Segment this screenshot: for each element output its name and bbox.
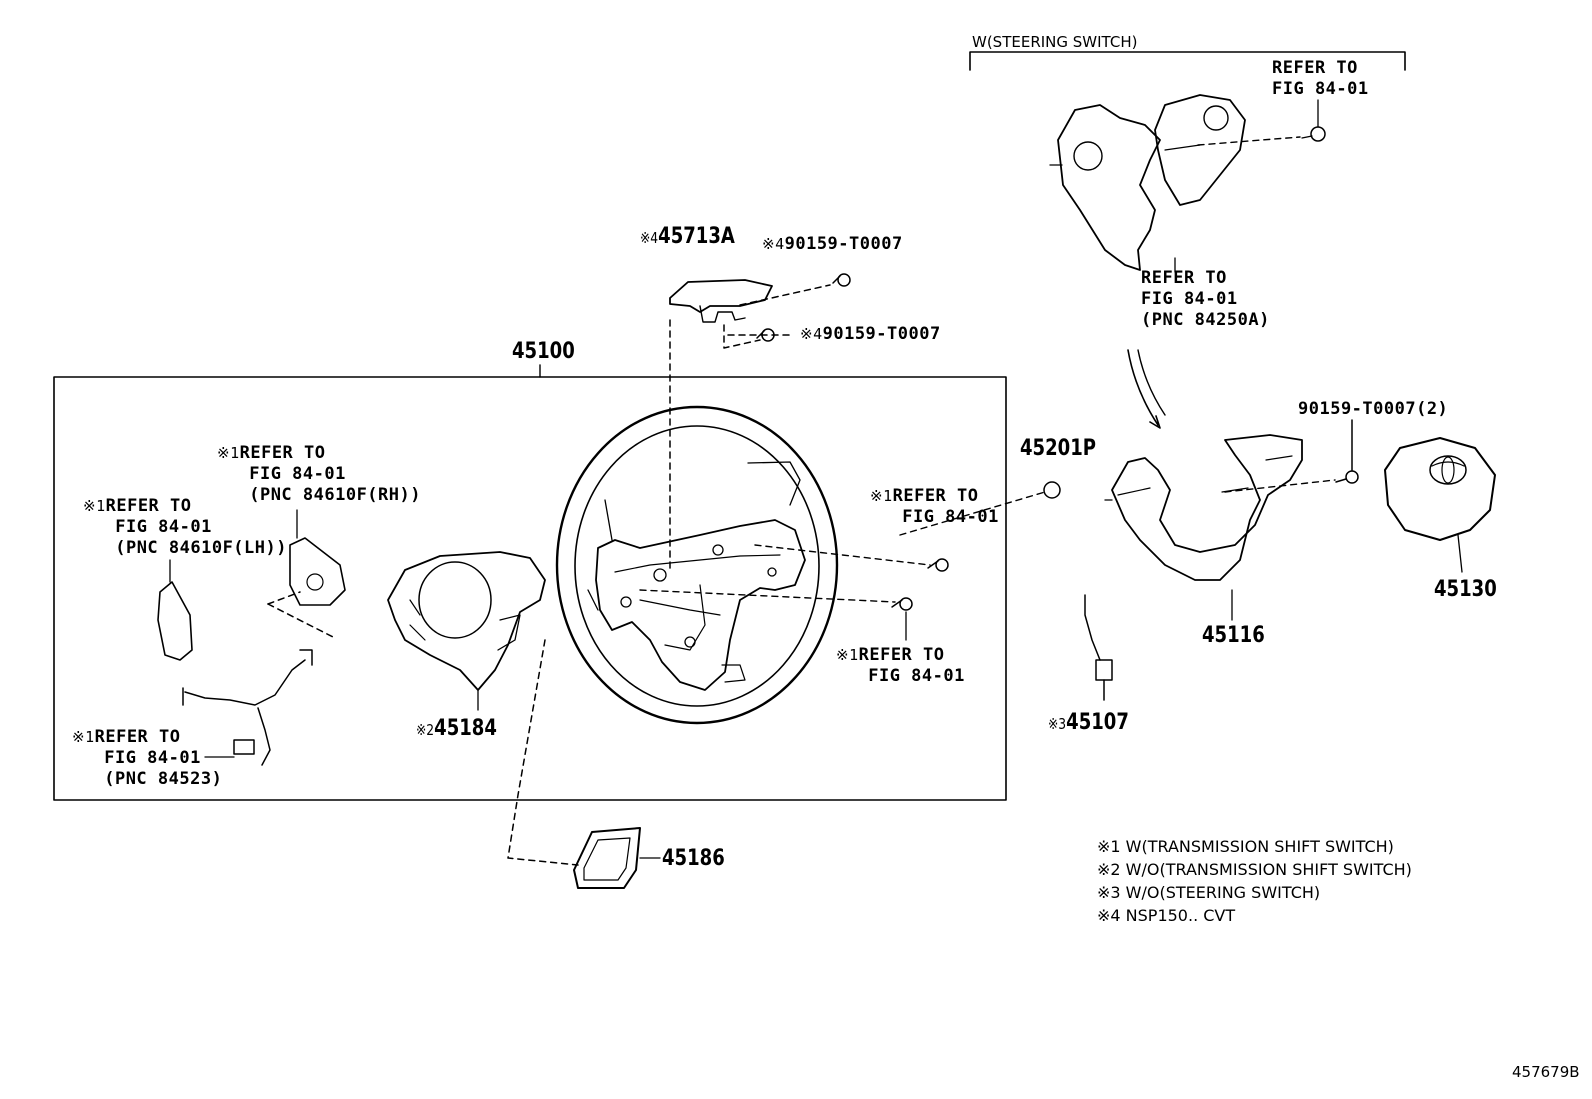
figure-code: 457679B <box>1512 1063 1580 1081</box>
ref-line-1: REFER TO <box>1272 58 1358 78</box>
part-number: 45184 <box>434 716 497 741</box>
note-2: ※2 W/O(TRANSMISSION SHIFT SWITCH) <box>1097 860 1412 879</box>
label-bolt-top-a[interactable]: ※490159-T0007 <box>762 234 903 255</box>
cover-45713A-drawing <box>669 279 773 323</box>
note-4: ※4 NSP150.. CVT <box>1097 906 1236 925</box>
airbag-45130-drawing <box>1384 437 1496 573</box>
bolt-drawings-mid <box>891 481 1061 611</box>
ref-line-3: (PNC 84610F(RH)) <box>249 485 421 505</box>
label-45184[interactable]: ※245184 <box>416 717 497 742</box>
wire-harness-drawing <box>182 649 313 766</box>
part-number: 90159-T0007 <box>784 234 903 254</box>
install-arrow <box>1127 349 1161 429</box>
part-number: 45713A <box>658 224 735 249</box>
note-mark: ※4 <box>800 325 823 343</box>
lh-switch-drawing <box>157 559 193 661</box>
note-mark: ※2 <box>416 721 435 739</box>
label-bolt-right[interactable]: 90159-T0007(2) <box>1298 399 1449 419</box>
ref-switch-top[interactable]: REFER TO FIG 84-01 <box>1272 58 1369 100</box>
part-number: 90159-T0007 <box>822 324 941 344</box>
steering-switch-bracket <box>969 51 1406 71</box>
label-45201P[interactable]: 45201P <box>1020 436 1096 461</box>
note-mark: ※3 <box>1048 715 1067 733</box>
cover-45116-drawing <box>1104 434 1303 621</box>
note-mark: ※1 <box>72 728 95 746</box>
note-mark: ※1 <box>83 497 106 515</box>
label-45107[interactable]: ※345107 <box>1048 711 1129 736</box>
ref-line-1: REFER TO <box>1141 268 1227 288</box>
ref-line-2: FIG 84-01 <box>249 464 346 484</box>
ref-line-2: FIG 84-01 <box>1272 79 1369 99</box>
ref-rh-switch[interactable]: ※1REFER TO FIG 84-01 (PNC 84610F(RH)) <box>217 443 421 506</box>
note-3: ※3 W/O(STEERING SWITCH) <box>1097 883 1321 902</box>
ref-line-2: FIG 84-01 <box>104 748 201 768</box>
ref-line-2: FIG 84-01 <box>902 507 999 527</box>
ref-line-1: REFER TO <box>892 486 979 506</box>
note-mark: ※1 <box>836 646 859 664</box>
ref-line-1: REFER TO <box>858 645 945 665</box>
ref-line-3: (PNC 84250A) <box>1141 310 1270 330</box>
lower-cover-45184-drawing <box>387 551 546 691</box>
label-45130[interactable]: 45130 <box>1434 577 1497 602</box>
notes-legend: ※1 W(TRANSMISSION SHIFT SWITCH) ※2 W/O(T… <box>1097 835 1412 927</box>
ref-line-3: (PNC 84523) <box>104 769 223 789</box>
bezel-45186-drawing <box>573 827 641 889</box>
label-45713A[interactable]: ※445713A <box>640 225 735 250</box>
ref-line-2: FIG 84-01 <box>115 517 212 537</box>
ref-line-2: FIG 84-01 <box>868 666 965 686</box>
note-mark: ※4 <box>762 235 785 253</box>
bolt-drawing-right <box>1335 419 1359 484</box>
label-bolt-top-b[interactable]: ※490159-T0007 <box>800 324 941 345</box>
ref-line-1: REFER TO <box>105 496 192 516</box>
ref-line-1: REFER TO <box>239 443 326 463</box>
ref-line-3: (PNC 84610F(LH)) <box>115 538 287 558</box>
ref-bolt-upper[interactable]: ※1REFER TO FIG 84-01 <box>870 486 999 528</box>
ref-line-1: REFER TO <box>94 727 181 747</box>
ref-wire[interactable]: ※1REFER TO FIG 84-01 (PNC 84523) <box>72 727 222 790</box>
label-45116[interactable]: 45116 <box>1202 623 1265 648</box>
note-1: ※1 W(TRANSMISSION SHIFT SWITCH) <box>1097 837 1394 856</box>
wire-45107-drawing <box>1084 594 1113 701</box>
rh-switch-drawing <box>289 509 346 606</box>
label-45186[interactable]: 45186 <box>662 846 725 871</box>
note-mark: ※1 <box>217 444 240 462</box>
ref-bolt-lower[interactable]: ※1REFER TO FIG 84-01 <box>836 645 965 687</box>
label-45100[interactable]: 45100 <box>512 339 575 364</box>
assembly-frame-45100 <box>53 376 1007 801</box>
part-number: 45107 <box>1066 710 1129 735</box>
ref-line-2: FIG 84-01 <box>1141 289 1238 309</box>
ref-lh-switch[interactable]: ※1REFER TO FIG 84-01 (PNC 84610F(LH)) <box>83 496 287 559</box>
steering-switch-header: W(STEERING SWITCH) <box>972 33 1138 51</box>
steering-switch-upper-drawing <box>1049 94 1326 273</box>
note-mark: ※1 <box>870 487 893 505</box>
steering-wheel-drawing <box>555 405 839 725</box>
note-mark: ※4 <box>640 229 659 247</box>
ref-switch-bottom[interactable]: REFER TO FIG 84-01 (PNC 84250A) <box>1141 268 1270 331</box>
